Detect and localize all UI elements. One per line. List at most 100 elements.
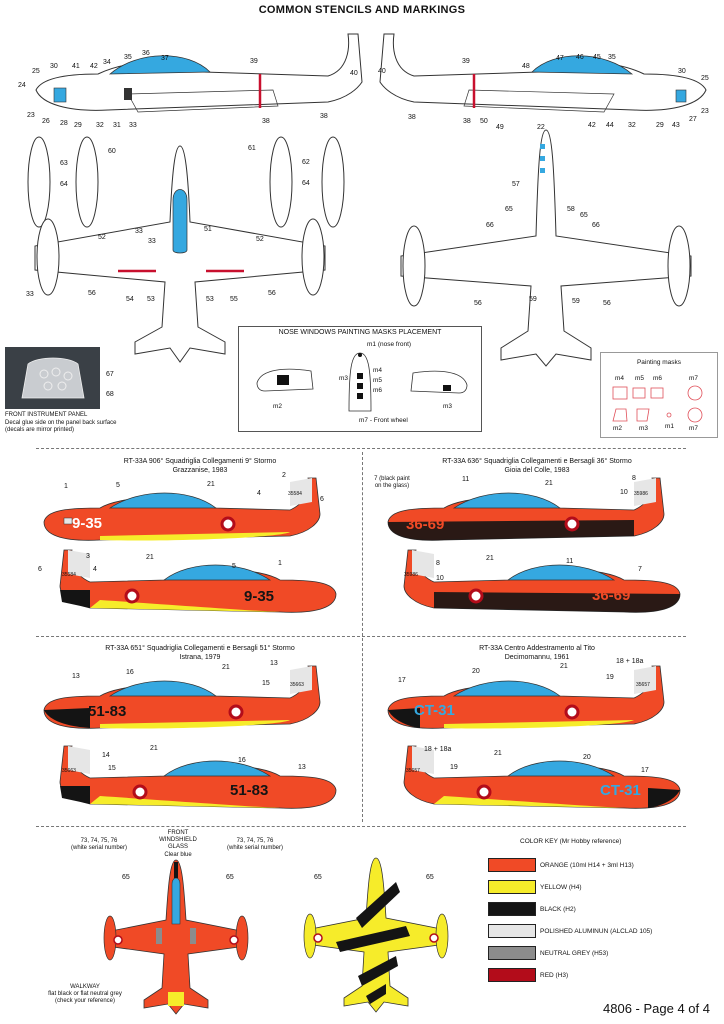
callout: 33 xyxy=(148,238,156,245)
color-key-title: COLOR KEY (Mr Hobby reference) xyxy=(520,838,622,845)
callout: 21 xyxy=(545,480,553,487)
mask-label: m3 xyxy=(443,403,453,410)
callout: 25 xyxy=(701,75,709,82)
mask-shapes-row1 xyxy=(612,385,703,401)
mask-label: m2 xyxy=(273,403,283,410)
instrument-panel-decal xyxy=(21,357,85,399)
callout: 58 xyxy=(567,206,575,213)
callout: 65 xyxy=(122,874,130,881)
instrument-panel-caption: FRONT INSTRUMENT PANEL Decal glue side o… xyxy=(5,412,117,433)
callout: 4 xyxy=(93,566,97,573)
mask-label: m1 xyxy=(665,423,675,430)
callout: 65 xyxy=(505,206,513,213)
callout: 30 xyxy=(50,63,58,70)
callout: 30 xyxy=(678,68,686,75)
callout: 21 xyxy=(560,663,568,670)
callout: 67 xyxy=(106,371,114,378)
callout: 38 xyxy=(320,113,328,120)
callout: 35 xyxy=(124,54,132,61)
callout: 1 xyxy=(278,560,282,567)
callout: 15 xyxy=(262,680,270,687)
scheme-3-profile-left xyxy=(43,665,321,729)
callout: 31 xyxy=(113,122,121,129)
callout: 5 xyxy=(116,482,120,489)
callout: 65 xyxy=(314,874,322,881)
callout: 23 xyxy=(701,108,709,115)
scheme-2-caption: RT-33A 636° Squadriglia Collegamenti e B… xyxy=(442,458,632,474)
scheme-4-profile-right xyxy=(403,745,681,809)
callout: 56 xyxy=(88,290,96,297)
scheme-4-code-right: CT-31 xyxy=(600,782,641,799)
mask-label: m2 xyxy=(613,425,623,432)
scheme-2-code-left: 36-69 xyxy=(406,516,445,533)
divider xyxy=(36,826,686,827)
callout: 10 xyxy=(436,575,444,582)
callout: 21 xyxy=(494,750,502,757)
callout: 40 xyxy=(378,68,386,75)
nose-masks-box: NOSE WINDOWS PAINTING MASKS PLACEMENT m2… xyxy=(238,326,482,432)
nose-side-left xyxy=(256,368,314,392)
mask-label: m6 xyxy=(653,375,663,382)
callout: 39 xyxy=(462,58,470,65)
scheme-3-caption: RT-33A 651° Squadriglia Collegamenti e B… xyxy=(105,645,295,661)
callout: 33 xyxy=(135,228,143,235)
callout: 47 xyxy=(556,55,564,62)
callout: 8 xyxy=(436,560,440,567)
mask-label: m7 - Front wheel xyxy=(359,417,408,424)
callout: 8 xyxy=(632,475,636,482)
callout: 4 xyxy=(257,490,261,497)
scheme-2-note: 7 (black paint on the glass) xyxy=(374,476,410,490)
callout: 61 xyxy=(248,145,256,152)
divider xyxy=(362,452,363,822)
callout: 11 xyxy=(566,558,574,565)
callout: 38 xyxy=(262,118,270,125)
side-profile-right xyxy=(379,33,707,113)
callout: 53 xyxy=(206,296,214,303)
callout: 21 xyxy=(207,481,215,488)
scheme-2-profile-left xyxy=(387,477,665,541)
nose-side-right xyxy=(410,370,468,394)
callout: 33 xyxy=(26,291,34,298)
callout: 55 xyxy=(230,296,238,303)
divider xyxy=(36,636,686,637)
callout: 5 xyxy=(232,563,236,570)
mask-label: m4 xyxy=(373,367,383,374)
mask-label: m7 xyxy=(689,375,699,382)
callout: 18 + 18a xyxy=(616,658,644,665)
callout: 42 xyxy=(588,122,596,129)
callout: 15 xyxy=(108,765,116,772)
callout: 48 xyxy=(522,63,530,70)
callout: 66 xyxy=(592,222,600,229)
top-view-aircraft xyxy=(34,145,326,363)
scheme-3-serial-left: 35663 xyxy=(290,682,304,688)
swatch-yellow xyxy=(488,880,536,894)
callout: 14 xyxy=(102,752,110,759)
callout: 53 xyxy=(147,296,155,303)
scheme-2-profile-right xyxy=(403,549,681,613)
page-footer: 4806 - Page 4 of 4 xyxy=(603,1001,710,1016)
callout: 2 xyxy=(282,472,286,479)
upper-view-orange xyxy=(103,859,249,1015)
callout: 20 xyxy=(583,754,591,761)
callout: 32 xyxy=(96,122,104,129)
callout: 40 xyxy=(350,70,358,77)
callout: 65 xyxy=(226,874,234,881)
callout: 44 xyxy=(606,122,614,129)
callout: 65 xyxy=(580,212,588,219)
callout: 45 xyxy=(593,54,601,61)
callout: 35 xyxy=(608,54,616,61)
scheme-4-caption: RT-33A Centro Addestramento al Tito Deci… xyxy=(479,645,595,661)
callout: 57 xyxy=(512,181,520,188)
callout: 66 xyxy=(486,222,494,229)
callout: 10 xyxy=(620,489,628,496)
swatch-orange xyxy=(488,858,536,872)
callout: 46 xyxy=(576,54,584,61)
walkway-note: WALKWAY flat black or flat neutral grey … xyxy=(48,984,122,1005)
callout: 62 xyxy=(302,159,310,166)
scheme-1-profile-right xyxy=(59,549,337,613)
bottom-view-aircraft xyxy=(400,129,692,367)
callout: 27 xyxy=(689,116,697,123)
callout: 42 xyxy=(90,63,98,70)
callout: 34 xyxy=(103,59,111,66)
divider xyxy=(36,448,686,449)
